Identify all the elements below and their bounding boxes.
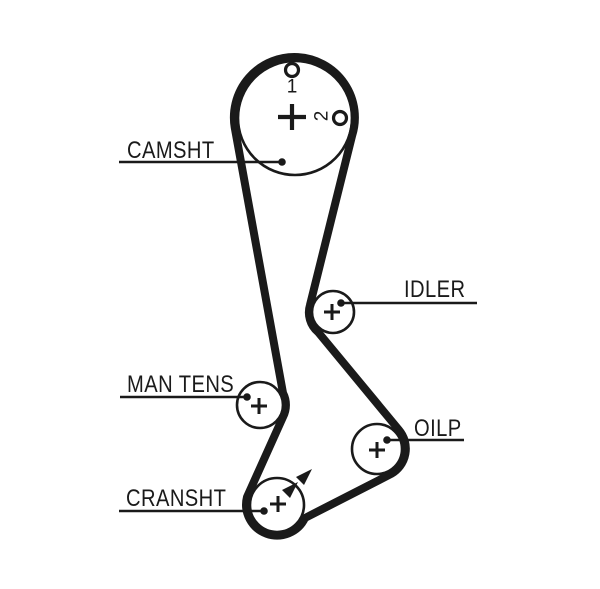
- tensioner-label: MAN TENS: [127, 371, 235, 398]
- timing-mark-1: 1: [286, 76, 298, 98]
- camshaft-plus-mark-icon: [278, 104, 306, 130]
- oil-pump-plus-mark-icon: [369, 442, 385, 458]
- tensioner-leader-dot-icon: [243, 393, 251, 401]
- timing-port-2-icon: [331, 109, 349, 127]
- camshaft-label: CAMSHT: [127, 137, 215, 164]
- crankshaft-leader-dot-icon: [260, 507, 268, 515]
- oil-pump-leader-dot-icon: [383, 436, 391, 444]
- timing-port-1-icon: [283, 61, 301, 79]
- oil-pump-label: OILP: [414, 415, 462, 442]
- crankshaft-label: CRANSHT: [126, 485, 227, 512]
- crank-alignment-arrow-icon: [282, 482, 298, 498]
- belt-alignment-arrow-icon: [296, 469, 312, 485]
- tensioner-plus-mark-icon: [251, 398, 267, 414]
- crankshaft-plus-mark-icon: [270, 496, 286, 512]
- idler-plus-mark-icon: [324, 304, 340, 320]
- idler-leader-dot-icon: [337, 299, 345, 307]
- timing-mark-2: 2: [311, 110, 333, 122]
- timing-belt: [229, 53, 410, 540]
- camshaft-leader-dot-icon: [278, 158, 286, 166]
- idler-label: IDLER: [404, 276, 466, 303]
